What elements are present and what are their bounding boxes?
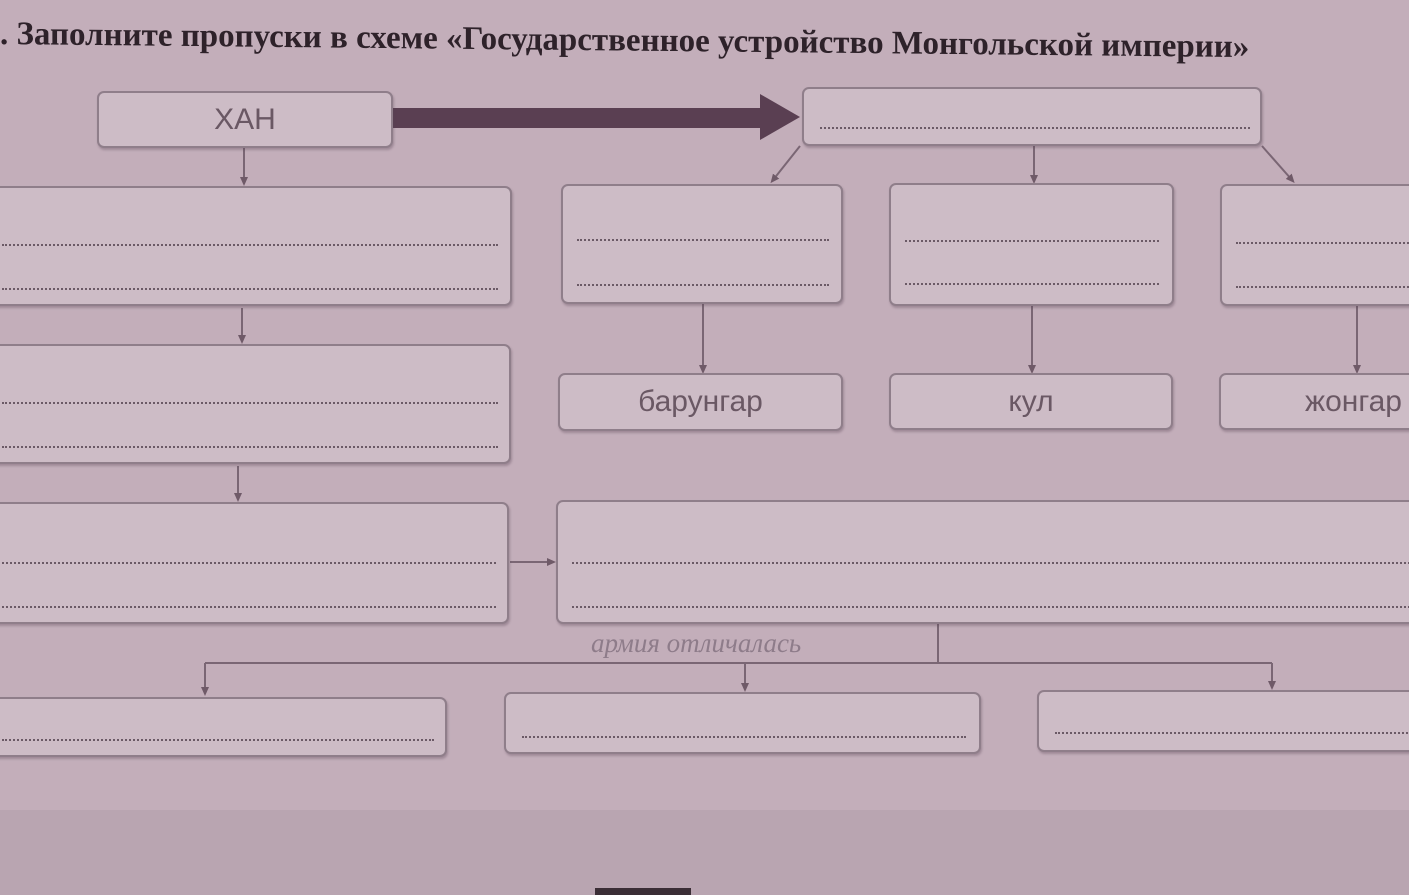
- answer-line[interactable]: [820, 127, 1250, 129]
- arrow-to-wing-1: [770, 145, 801, 184]
- answer-line[interactable]: [572, 606, 1409, 608]
- blank-top-right[interactable]: [802, 87, 1262, 146]
- answer-line[interactable]: [572, 562, 1409, 564]
- answer-line[interactable]: [2, 739, 434, 741]
- khan-box: ХАН: [97, 91, 393, 148]
- wing-label-zhongar: жонгар: [1305, 384, 1402, 418]
- blank-left-1[interactable]: [0, 186, 512, 306]
- blank-army-trait-3[interactable]: [1037, 690, 1409, 752]
- answer-line[interactable]: [1236, 286, 1409, 288]
- answer-line[interactable]: [522, 736, 966, 738]
- blank-army-trait-2[interactable]: [504, 692, 981, 754]
- blank-wing-1[interactable]: [561, 184, 843, 304]
- blank-left-3[interactable]: [0, 502, 509, 624]
- answer-line[interactable]: [1236, 242, 1409, 244]
- khan-label: ХАН: [214, 102, 276, 136]
- blank-army[interactable]: [556, 500, 1409, 624]
- blank-left-2[interactable]: [0, 344, 511, 464]
- answer-line[interactable]: [905, 283, 1159, 285]
- answer-line[interactable]: [2, 562, 496, 564]
- page-edge-mark: [595, 888, 691, 895]
- wing-label-barungar: барунгар: [638, 385, 763, 418]
- answer-line[interactable]: [905, 240, 1159, 242]
- answer-line[interactable]: [2, 244, 498, 246]
- answer-line[interactable]: [2, 288, 498, 290]
- army-note: армия отличалась: [591, 628, 802, 658]
- answer-line[interactable]: [577, 284, 829, 286]
- wing-box-kul: кул: [889, 373, 1173, 430]
- answer-line[interactable]: [1055, 732, 1409, 734]
- answer-line[interactable]: [2, 606, 496, 608]
- blank-army-trait-1[interactable]: [0, 697, 447, 757]
- arrow-to-wing-3: [1261, 145, 1295, 183]
- blank-wing-2[interactable]: [889, 183, 1174, 306]
- answer-line[interactable]: [577, 239, 829, 241]
- wing-box-zhongar: жонгар: [1219, 373, 1409, 430]
- wing-box-barungar: барунгар: [558, 373, 843, 431]
- wing-label-kul: кул: [1008, 384, 1054, 418]
- blank-wing-3[interactable]: [1220, 184, 1409, 306]
- answer-line[interactable]: [2, 402, 498, 404]
- answer-line[interactable]: [2, 446, 498, 448]
- main-arrow: [392, 94, 800, 140]
